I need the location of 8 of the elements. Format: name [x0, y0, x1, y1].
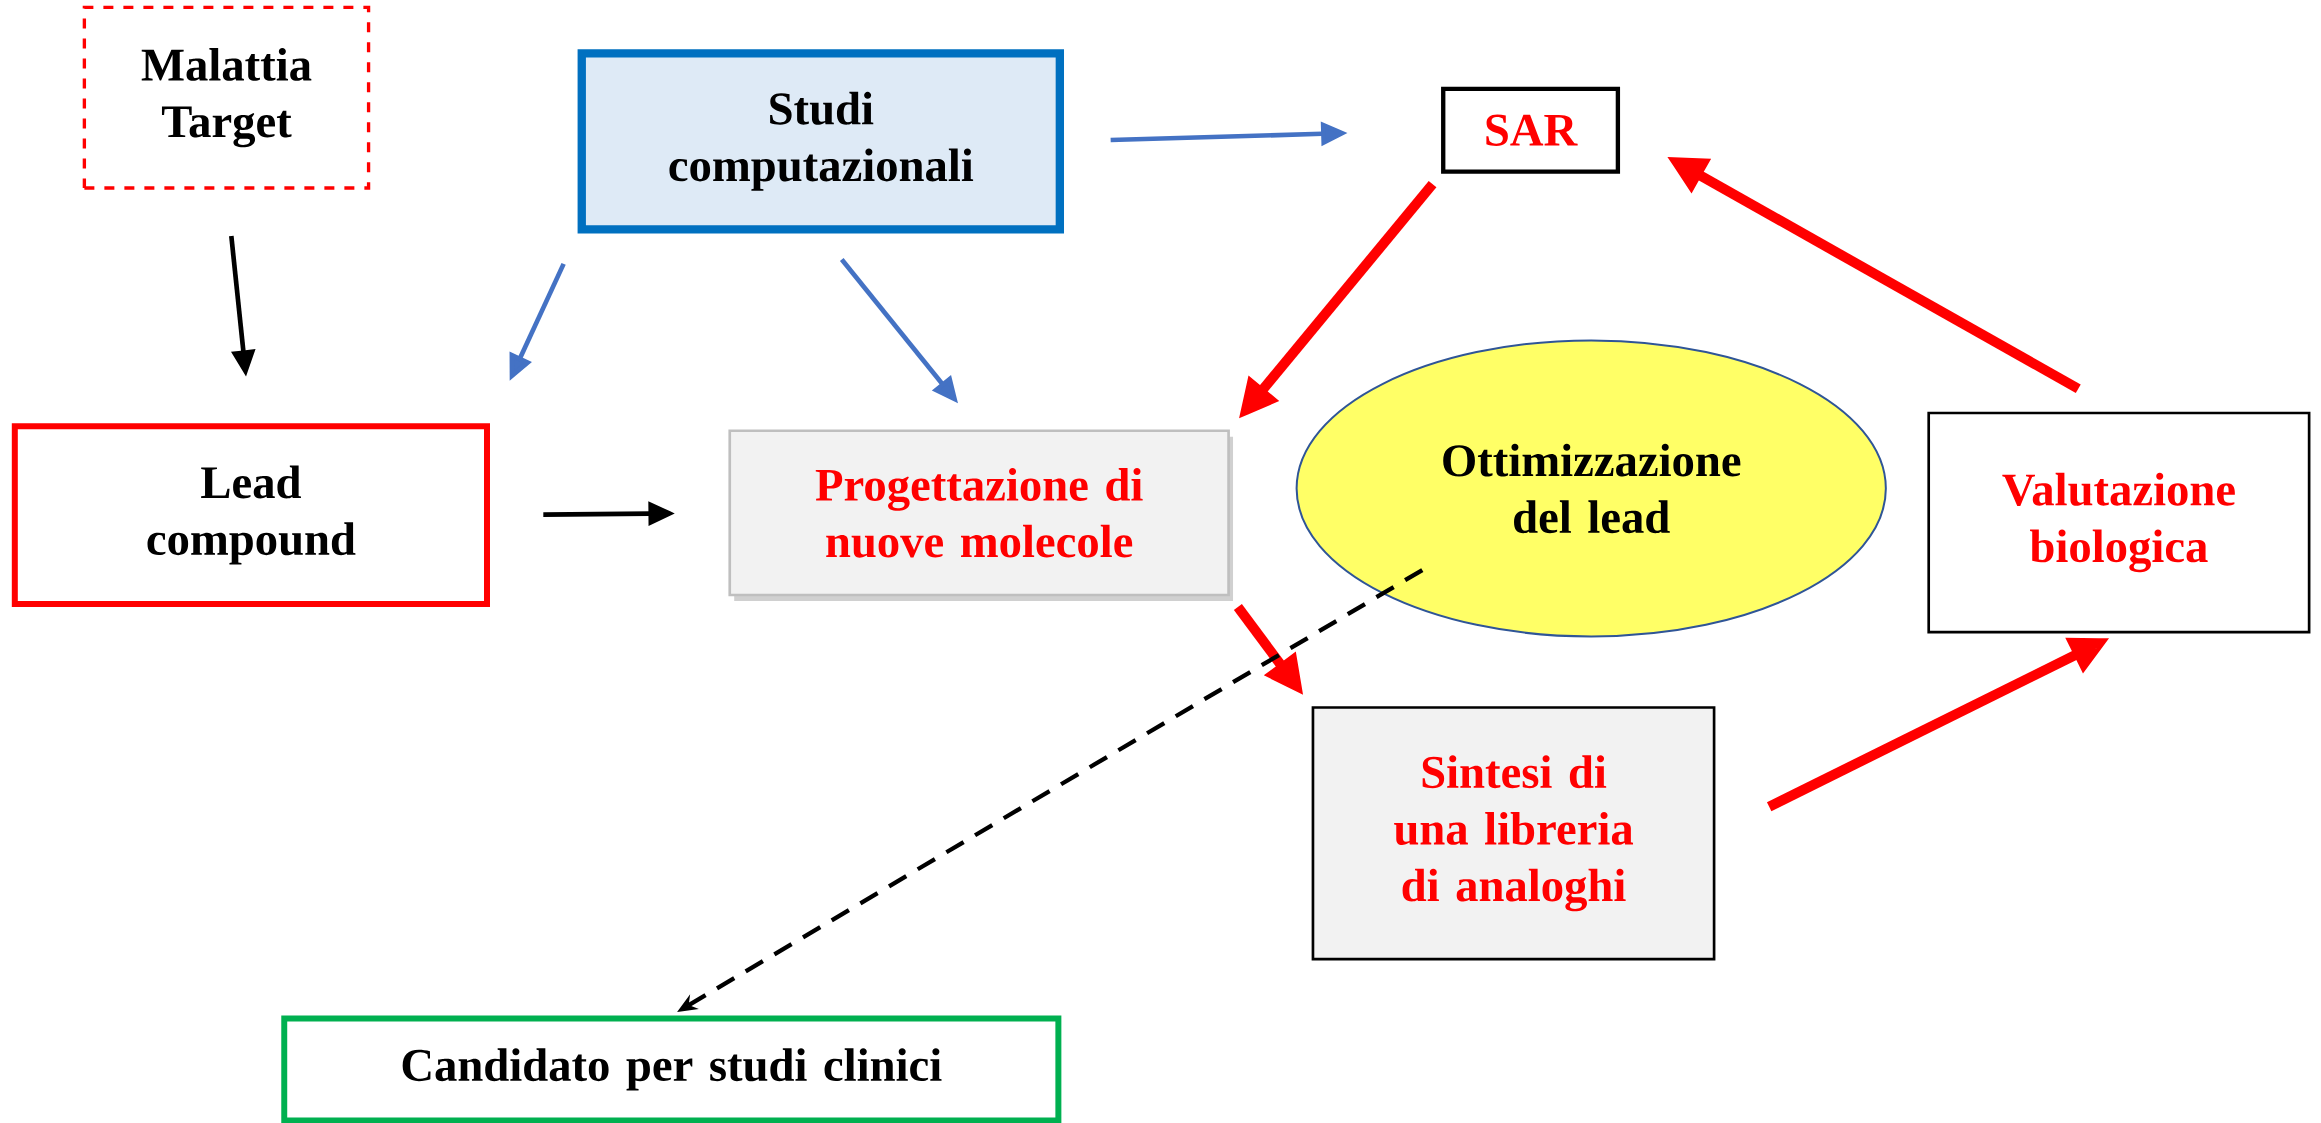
candidate-box: Candidato per studi clinici — [281, 1015, 1062, 1123]
synthesis-box: Sintesi di una libreria di analoghi — [1311, 706, 1716, 961]
sar-box: SAR — [1441, 86, 1621, 174]
design-box: Progettazione di nuove molecole — [728, 429, 1233, 601]
computation-box: Studi computazionali — [577, 49, 1064, 234]
evaluation-box: Valutazione biologica — [1927, 411, 2311, 634]
target-box: Malattia Target — [82, 5, 371, 190]
lead-box: Lead compound — [11, 423, 490, 607]
